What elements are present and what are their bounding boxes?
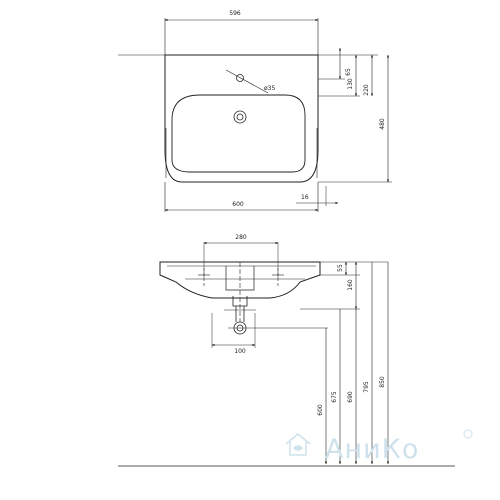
label-600: 600	[232, 201, 244, 208]
house-logo	[285, 433, 311, 456]
basin-side-outline	[159, 261, 321, 299]
label-100: 100	[234, 348, 246, 355]
label-480: 480	[379, 118, 386, 130]
siphon	[232, 296, 248, 307]
label-16: 16	[301, 194, 309, 201]
label-160: 160	[347, 279, 354, 291]
label-690: 690	[347, 391, 354, 403]
label-280: 280	[235, 234, 247, 241]
basin-bowl-outline	[171, 94, 306, 173]
label-795: 795	[363, 381, 370, 393]
label-675: 675	[331, 391, 338, 403]
label-600-height: 600	[317, 404, 324, 416]
watermark-text: АниКо	[325, 434, 419, 465]
top-view	[118, 18, 392, 212]
label-55: 55	[337, 264, 344, 272]
label-596: 596	[229, 10, 241, 17]
label-850: 850	[379, 376, 386, 388]
label-130: 130	[347, 78, 354, 90]
label-220: 220	[363, 84, 370, 96]
side-view	[118, 241, 455, 467]
label-65: 65	[345, 68, 352, 76]
label-hole-diameter: ø35	[264, 85, 275, 92]
registered-mark	[463, 429, 473, 439]
